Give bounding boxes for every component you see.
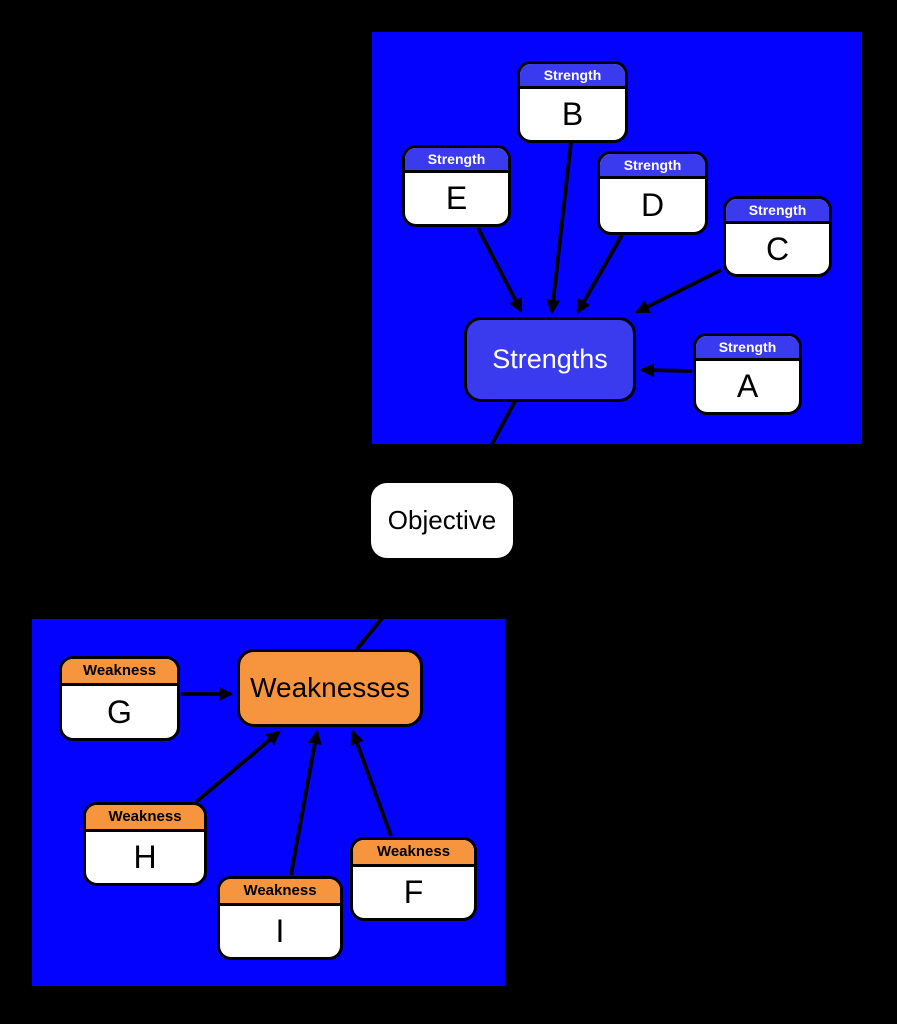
weakness-card-f[interactable]: Weakness F xyxy=(350,837,477,921)
weakness-card-g-letter: G xyxy=(107,693,132,730)
objective-label: Objective xyxy=(387,505,497,535)
strength-card-b[interactable]: Strength B xyxy=(517,61,628,143)
strength-card-b-letter: B xyxy=(561,96,584,132)
weakness-card-f-header: Weakness xyxy=(353,840,474,867)
weakness-card-i[interactable]: Weakness I xyxy=(217,876,343,960)
strength-card-e-letter: E xyxy=(445,180,468,216)
strengths-hub-node[interactable]: Strengths xyxy=(464,317,636,402)
weakness-card-h[interactable]: Weakness H xyxy=(83,802,207,886)
strength-card-a-header: Strength xyxy=(696,336,799,361)
weaknesses-hub-node[interactable]: Weaknesses xyxy=(237,649,423,727)
weakness-card-h-letter: H xyxy=(133,839,157,875)
weakness-card-f-letter: F xyxy=(403,874,424,910)
strength-card-d[interactable]: Strength D xyxy=(597,151,708,235)
strength-card-e-header: Strength xyxy=(405,148,508,173)
weakness-card-h-header: Weakness xyxy=(86,805,204,832)
weakness-card-g-header: Weakness xyxy=(62,659,177,686)
strength-card-c-letter: C xyxy=(765,230,790,267)
weaknesses-hub-label: Weaknesses xyxy=(250,672,410,703)
strength-card-e[interactable]: Strength E xyxy=(402,145,511,227)
objective-node[interactable]: Objective xyxy=(371,483,513,558)
weakness-card-i-letter: I xyxy=(275,913,285,949)
strength-card-c-header: Strength xyxy=(726,199,829,224)
weakness-card-g[interactable]: Weakness G xyxy=(59,656,180,741)
weakness-card-i-header: Weakness xyxy=(220,879,340,906)
strengths-hub-label: Strengths xyxy=(492,344,608,374)
strength-card-d-header: Strength xyxy=(600,154,705,179)
strength-card-c[interactable]: Strength C xyxy=(723,196,832,277)
strength-card-a[interactable]: Strength A xyxy=(693,333,802,415)
strength-card-a-letter: A xyxy=(736,368,759,404)
strength-card-d-letter: D xyxy=(640,187,665,223)
strength-card-b-header: Strength xyxy=(520,64,625,89)
